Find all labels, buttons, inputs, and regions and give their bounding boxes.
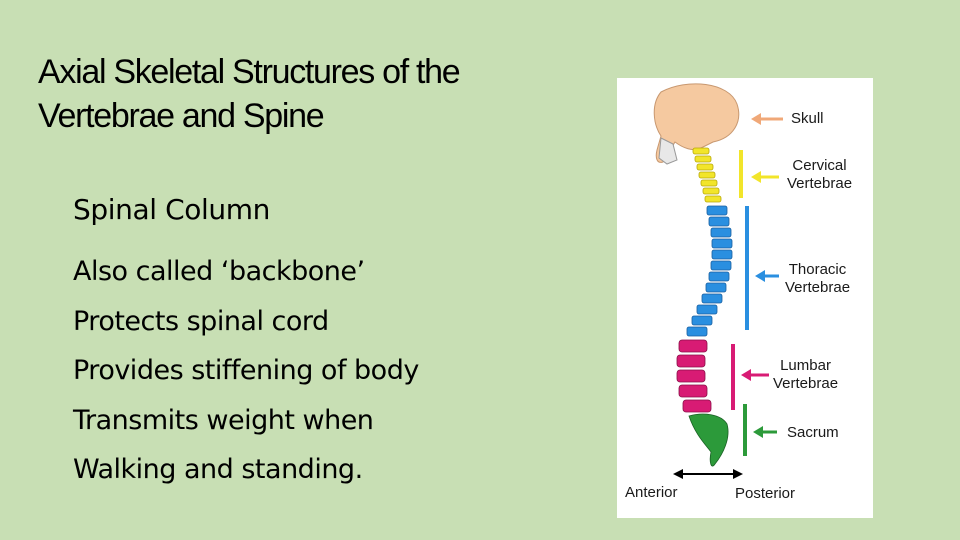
label-thoracic: Thoracic Vertebrae bbox=[785, 261, 851, 296]
label-skull: Skull bbox=[791, 110, 824, 127]
slide-title: Axial Skeletal Structures of the Vertebr… bbox=[38, 50, 598, 138]
title-line-1: Axial Skeletal Structures of the bbox=[38, 53, 461, 91]
section-heading: Spinal Column bbox=[73, 193, 270, 226]
orientation-arrow bbox=[673, 469, 743, 479]
label-cervical: Cervical Vertebrae bbox=[787, 157, 853, 192]
sacrum-shape bbox=[688, 413, 729, 467]
sacrum-arrow bbox=[753, 426, 777, 438]
jaw-shape bbox=[658, 137, 678, 165]
lumbar-vertebrae bbox=[676, 339, 712, 413]
bullet-list: Also called ‘backbone’ Protects spinal c… bbox=[73, 247, 419, 495]
thoracic-arrow bbox=[755, 270, 779, 282]
skull-shape bbox=[653, 83, 740, 163]
label-lumbar: Lumbar Vertebrae bbox=[773, 357, 839, 392]
bullet-item: Provides stiffening of body bbox=[73, 355, 419, 386]
skull-arrow bbox=[751, 113, 783, 125]
spine-diagram: Skull Cervical Vertebrae Thoracic Verteb… bbox=[617, 78, 873, 518]
bullet-item: Transmits weight when bbox=[73, 404, 374, 436]
label-posterior: Posterior bbox=[735, 485, 796, 502]
cervical-arrow bbox=[751, 171, 779, 183]
bullet-item: Protects spinal cord bbox=[73, 305, 329, 337]
bullet-item: Also called ‘backbone’ bbox=[73, 256, 365, 287]
cervical-vertebrae bbox=[692, 147, 722, 203]
spine-illustration bbox=[653, 83, 783, 479]
lumbar-arrow bbox=[741, 369, 769, 381]
label-sacrum: Sacrum bbox=[787, 424, 839, 441]
thoracic-vertebrae bbox=[686, 205, 733, 337]
title-line-2: Vertebrae and Spine bbox=[38, 97, 325, 135]
label-anterior: Anterior bbox=[625, 484, 678, 501]
bullet-item: Walking and standing. bbox=[73, 454, 363, 485]
